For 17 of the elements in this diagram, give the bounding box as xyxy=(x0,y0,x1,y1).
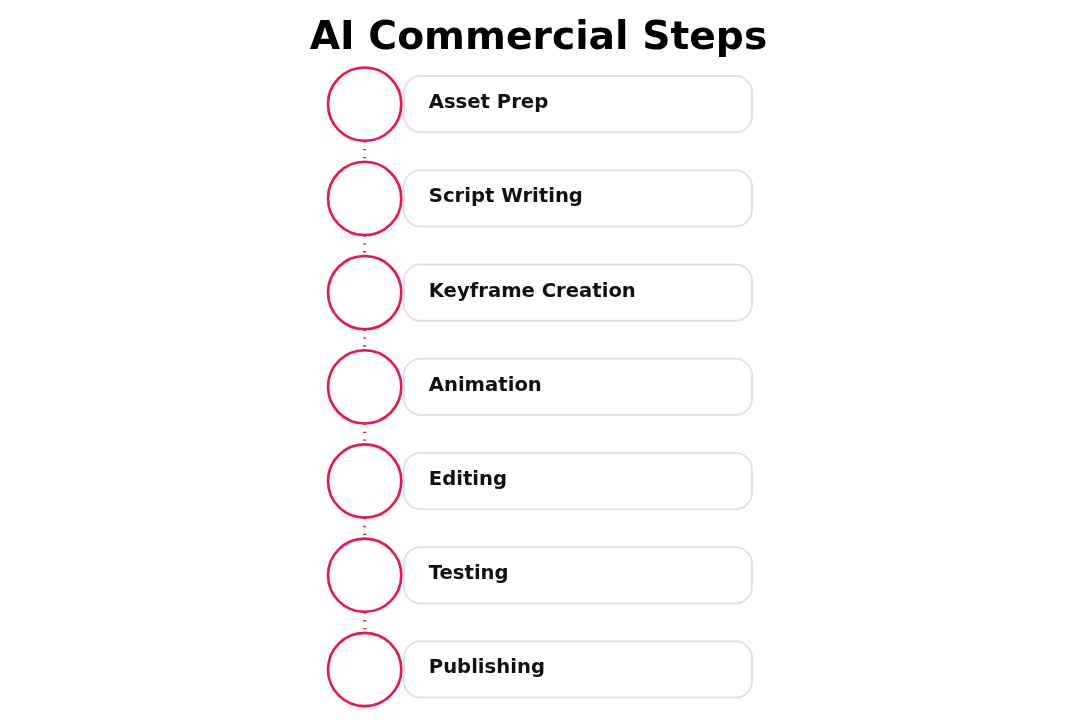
node-box: Animation xyxy=(402,357,753,416)
node-box: Publishing xyxy=(402,640,753,699)
node-circle xyxy=(326,66,403,143)
node-box: Script Writing xyxy=(402,169,753,228)
node-circle xyxy=(326,631,403,708)
node-circle xyxy=(326,254,403,331)
node-circle xyxy=(326,537,403,614)
node-circle xyxy=(326,443,403,519)
node-circle xyxy=(326,348,403,425)
node-box: Asset Prep xyxy=(402,75,753,134)
node-box: Editing xyxy=(402,451,753,511)
node-circle xyxy=(326,160,403,237)
node-box: Keyframe Creation xyxy=(402,263,753,322)
node-box: Testing xyxy=(402,546,753,605)
diagram-title: AI Commercial Steps xyxy=(309,13,768,59)
connector xyxy=(363,329,367,350)
connector xyxy=(363,423,367,444)
